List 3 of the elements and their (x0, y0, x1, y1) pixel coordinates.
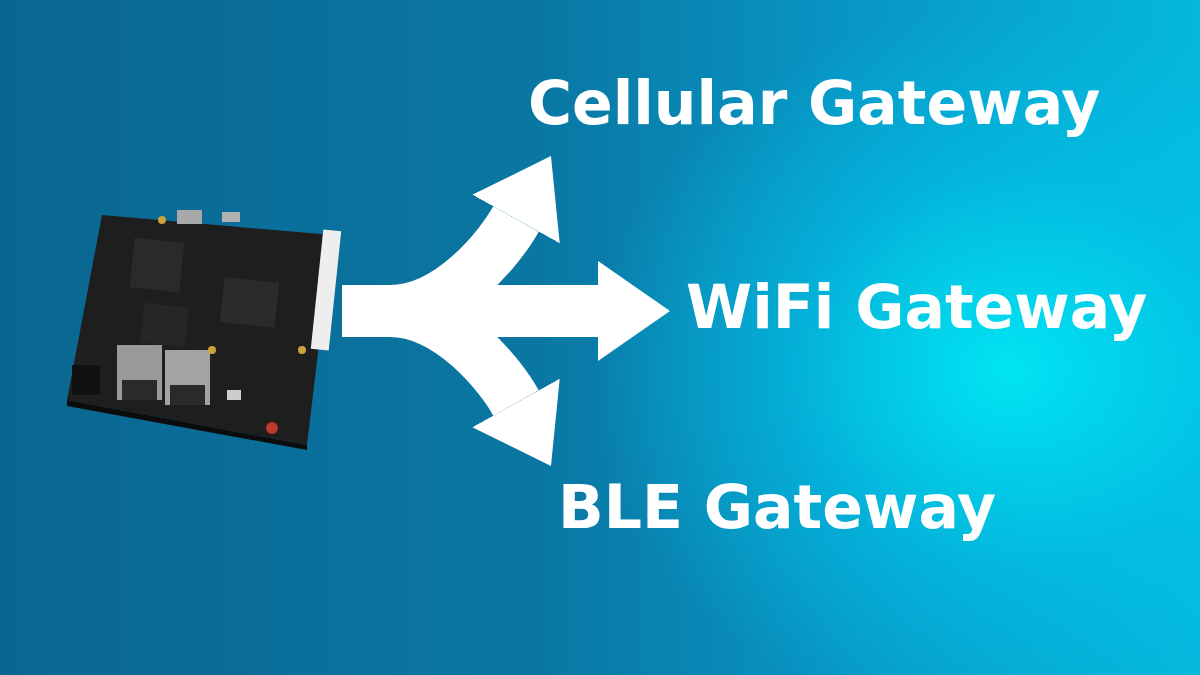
gateway-label: WiFi Gateway (686, 274, 1148, 340)
gateway-label: BLE Gateway (558, 474, 997, 540)
gateway-label: Cellular Gateway (528, 70, 1101, 136)
